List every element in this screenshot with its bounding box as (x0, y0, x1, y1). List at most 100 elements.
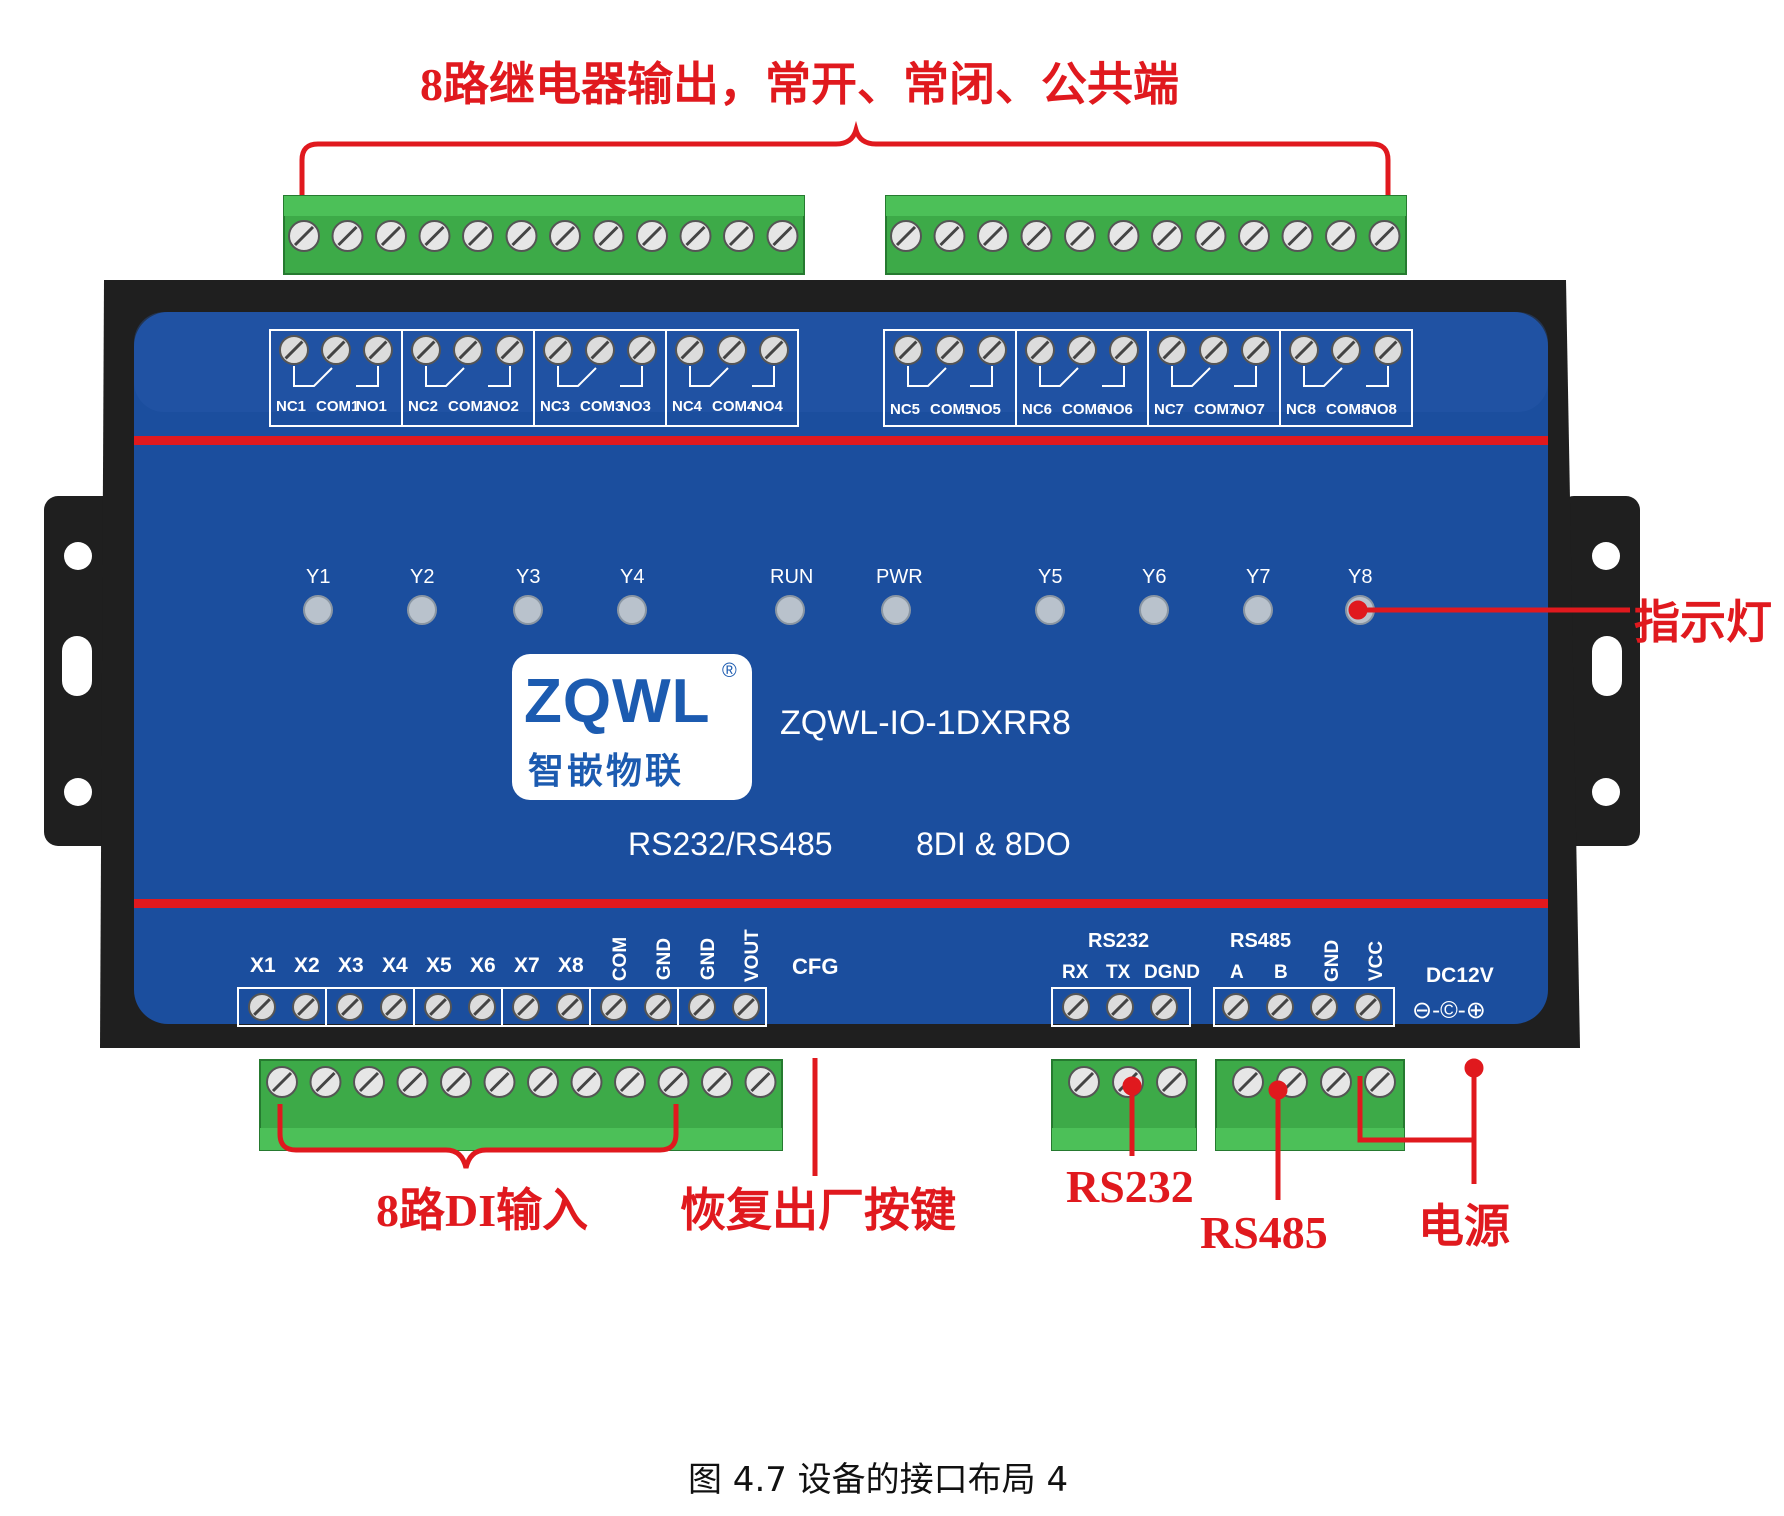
top-terminal-screw (288, 220, 320, 252)
di-terminal-screw (570, 1066, 603, 1098)
relay-label: COM4 (712, 398, 756, 415)
led-y7 (1243, 595, 1273, 625)
relay-label: NC7 (1154, 401, 1185, 418)
relay-screw (935, 335, 965, 365)
rs232-panel-screw (1150, 993, 1178, 1021)
led-y4 (617, 595, 647, 625)
relay-label: NO7 (1234, 401, 1265, 418)
led-label: Y5 (1038, 566, 1063, 588)
relay-screw (1067, 335, 1097, 365)
relay-screw (411, 335, 441, 365)
relay-screw (1199, 335, 1229, 365)
relay-label: NO6 (1102, 401, 1133, 418)
relay-screw (1109, 335, 1139, 365)
rs485-panel-screw (1310, 993, 1338, 1021)
relay-output-callout: 8路继电器输出，常开、常闭、公共端 (420, 59, 1179, 110)
di-extra-label: COM (610, 936, 631, 982)
relay-label: NO3 (620, 398, 651, 415)
rs485-panel-screw (1222, 993, 1250, 1021)
rs232-terminal-screw (1068, 1066, 1100, 1098)
relay-contact-symbol (557, 366, 643, 387)
relay-box (1279, 329, 1413, 427)
relay-contact-symbol (425, 366, 511, 387)
relay-screw (453, 335, 483, 365)
factory-reset-callout: 恢复出厂按键 (680, 1185, 956, 1236)
top-terminal-screw (1238, 220, 1270, 252)
led-label: Y8 (1348, 566, 1373, 588)
top-terminal-screw (636, 220, 668, 252)
relay-label: COM5 (930, 401, 974, 418)
relay-label: NO5 (970, 401, 1001, 418)
top-terminal-screw (933, 220, 966, 252)
top-terminal-screw (549, 220, 581, 252)
rs232-panel-screw (1062, 993, 1090, 1021)
top-terminal-screw (592, 220, 625, 252)
relay-label: COM3 (580, 398, 624, 415)
di-label: X6 (470, 954, 496, 977)
relay-label: NC3 (540, 398, 571, 415)
relay-label: NO2 (488, 398, 519, 415)
di-panel-screw (600, 993, 628, 1021)
relay-label: COM2 (448, 398, 492, 415)
di-terminal-screw (527, 1066, 559, 1098)
power-leader (1357, 1068, 1477, 1184)
di-panel-screw (732, 993, 760, 1021)
relay-contact-symbol (1171, 366, 1257, 387)
di-panel-screw (556, 993, 584, 1021)
power-pin-label: GND (1322, 939, 1343, 982)
indicator-callout: 指示灯 (1634, 597, 1772, 648)
led-y2 (407, 595, 437, 625)
led-run (775, 595, 805, 625)
relay-label: NO4 (752, 398, 783, 415)
device-model: ZQWL-IO-1DXRR8 (780, 704, 1071, 742)
rs232-terminal-screw (1156, 1066, 1188, 1098)
relay-screw (1241, 335, 1271, 365)
di-terminal-screw (657, 1066, 690, 1098)
relay-screw (363, 335, 393, 365)
dc-polarity-symbol: ⊖-©-⊕ (1412, 997, 1486, 1024)
di-brace (277, 1104, 679, 1169)
top-terminal-block-right (885, 195, 1407, 275)
led-label: Y4 (620, 566, 645, 588)
top-terminal-screw (977, 220, 1009, 252)
device-panel (134, 312, 1548, 1024)
di-panel-screw (644, 993, 672, 1021)
di-extra-label: GND (698, 937, 719, 981)
di-input-callout: 8路DI输入 (376, 1185, 589, 1236)
di-panel-screw (512, 993, 540, 1021)
relay-screw (893, 335, 923, 365)
led-label: Y1 (306, 566, 331, 588)
top-terminal-screw (723, 220, 755, 252)
top-terminal-screw (766, 220, 799, 252)
di-label: X2 (294, 954, 320, 977)
di-terminal-screw (701, 1066, 733, 1098)
relay-label: NO8 (1366, 401, 1397, 418)
rs485-terminal-screw (1232, 1066, 1264, 1098)
top-terminal-screw (1194, 220, 1227, 252)
cfg-label: CFG (792, 954, 839, 979)
relay-screw (977, 335, 1007, 365)
di-panel-screw (336, 993, 364, 1021)
top-terminal-screw (505, 220, 538, 252)
top-terminal-screw (890, 220, 922, 252)
rs485-box (1213, 987, 1395, 1027)
rs232-pin-label: RX (1062, 962, 1089, 983)
relay-contact-symbol (689, 366, 775, 387)
top-terminal-screw (1368, 220, 1401, 252)
relay-contact-symbol (1303, 366, 1389, 387)
relay-label: NC8 (1286, 401, 1317, 418)
top-terminal-screw (462, 220, 494, 252)
relay-label: NO1 (356, 398, 387, 415)
rs485-title: RS485 (1230, 930, 1292, 952)
relay-label: COM1 (316, 398, 360, 415)
top-terminal-block-left (283, 195, 805, 275)
relay-screw (759, 335, 789, 365)
logo-text: ZQWL (524, 667, 711, 736)
relay-screw (1157, 335, 1187, 365)
relay-screw (717, 335, 747, 365)
led-y5 (1035, 595, 1065, 625)
power-pin-label: VCC (1366, 940, 1387, 982)
rs232-pin-label: DGND (1144, 962, 1200, 983)
relay-screw (1025, 335, 1055, 365)
di-terminal-screw (309, 1066, 342, 1098)
